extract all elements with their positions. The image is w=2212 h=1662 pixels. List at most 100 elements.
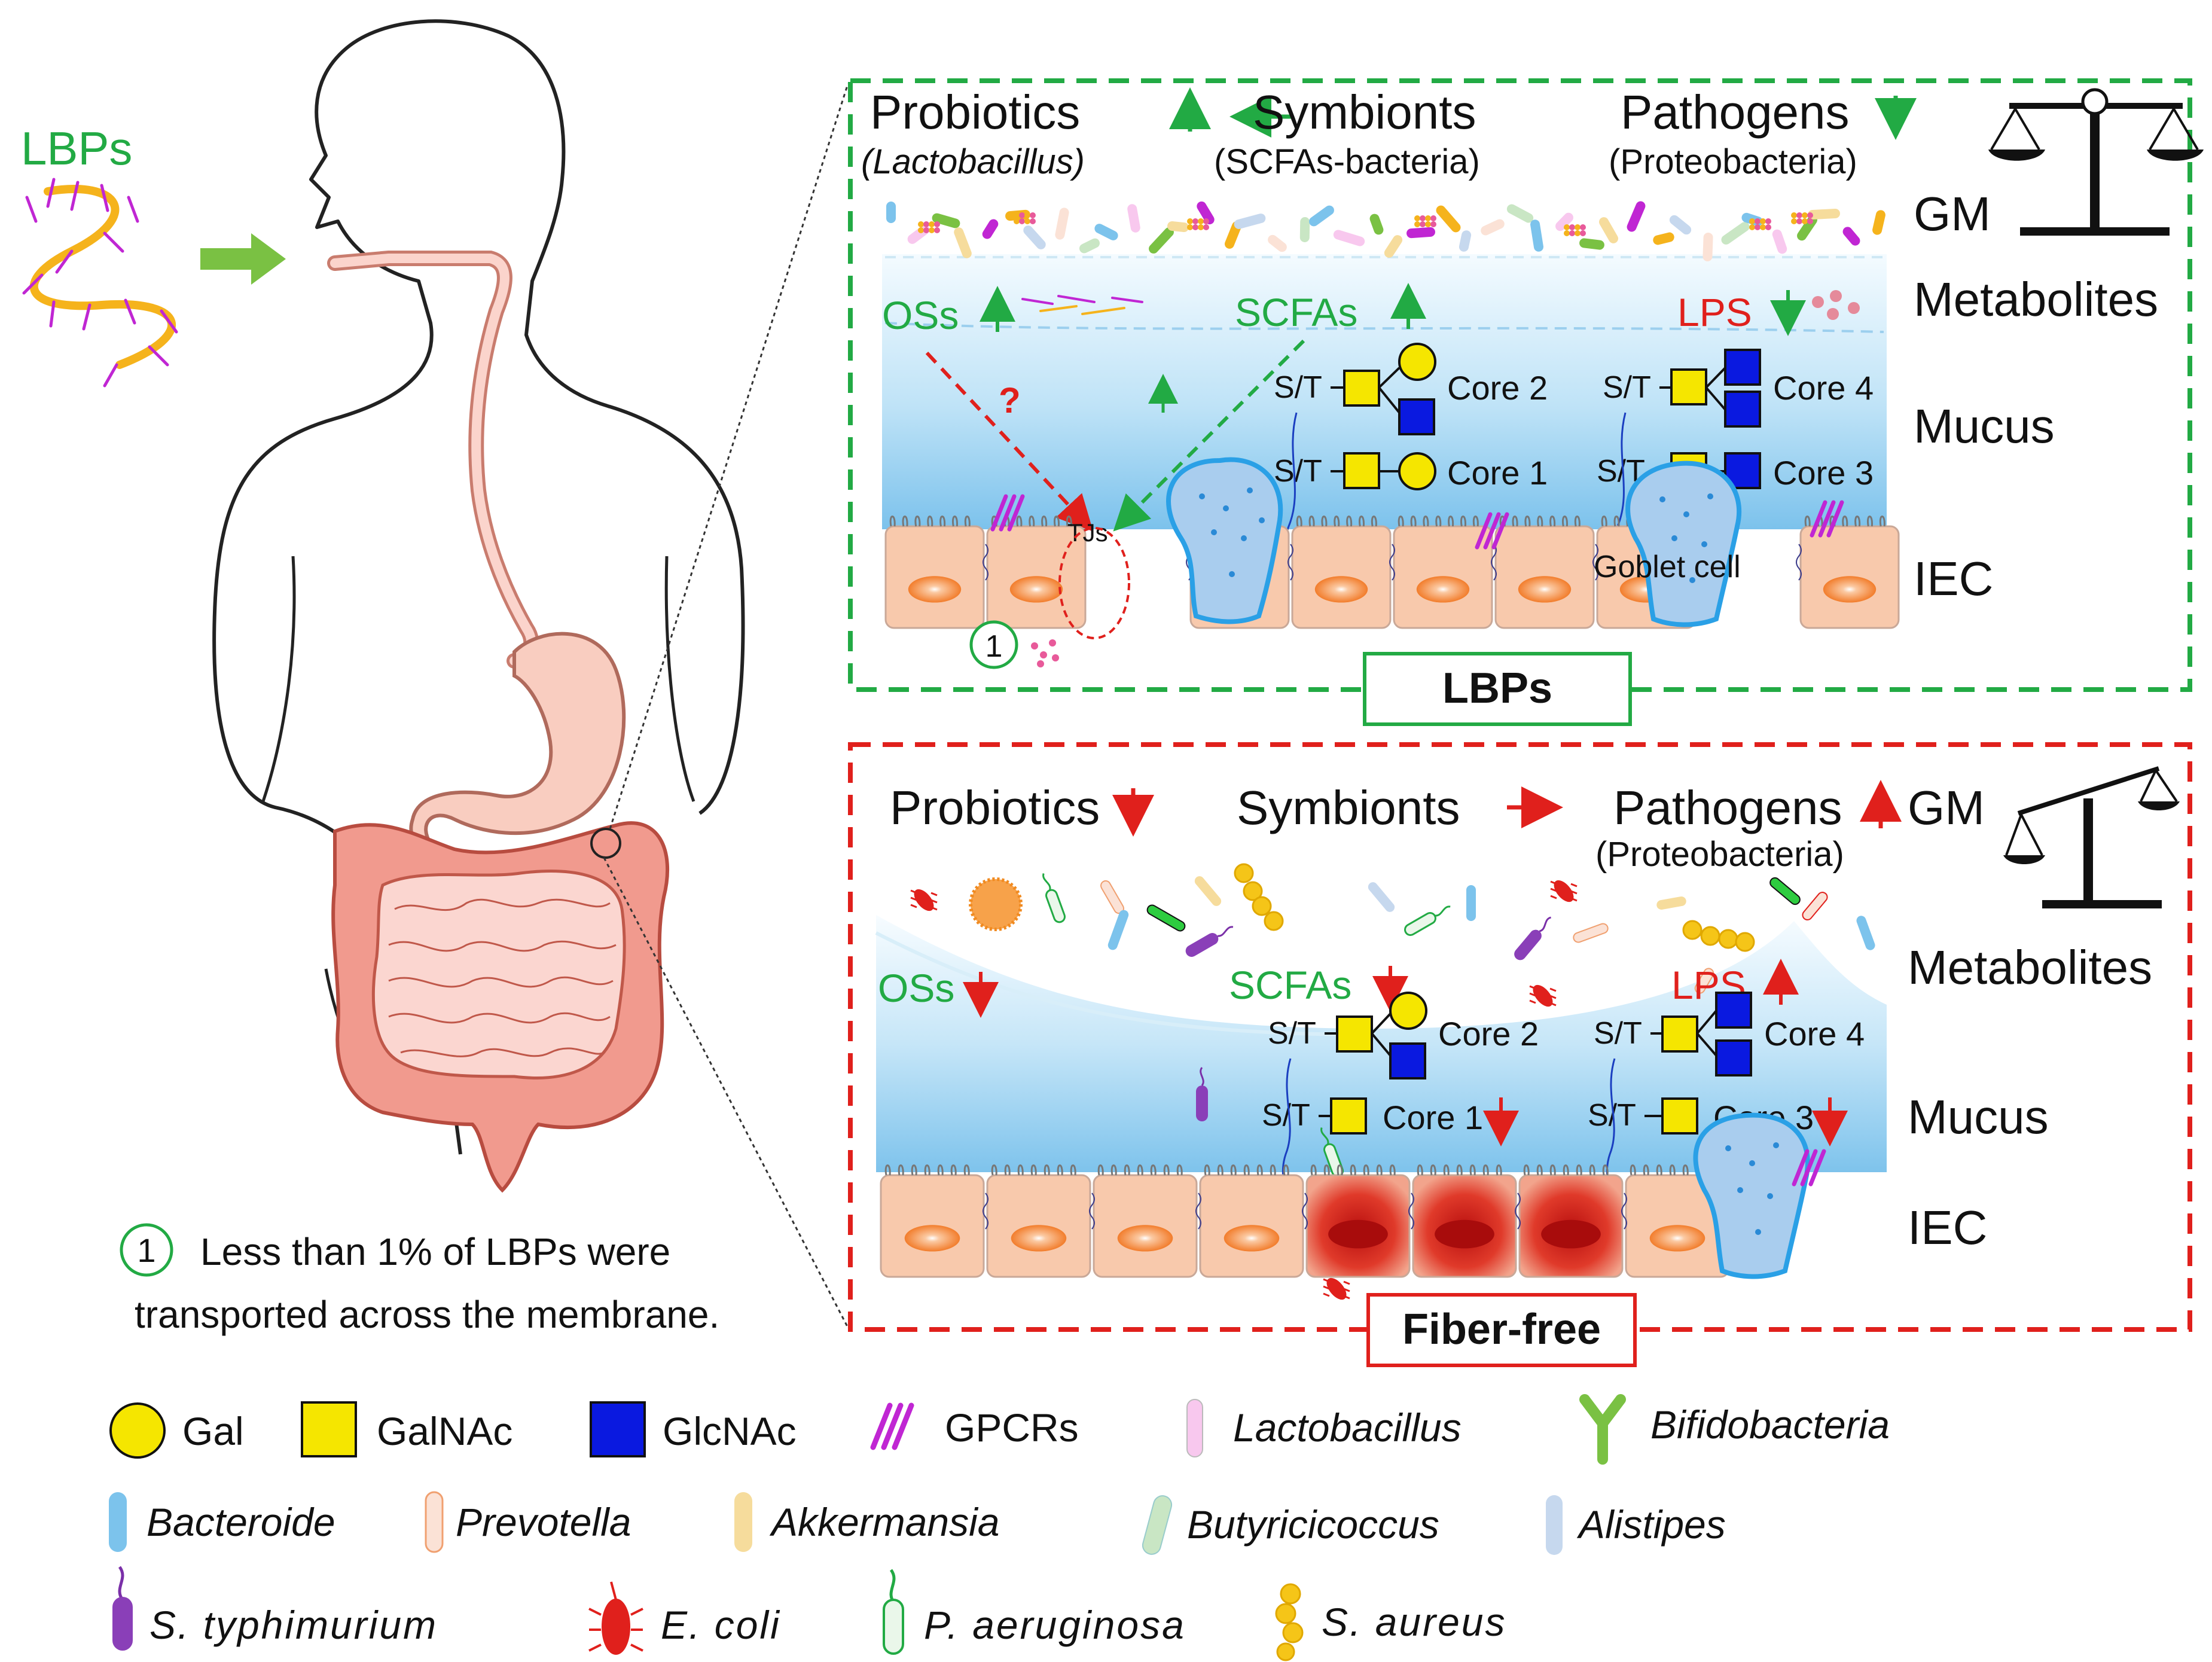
legend-bacteroide-icon bbox=[109, 1492, 127, 1552]
top-pathogens: Pathogens bbox=[1621, 86, 1850, 139]
legend-galnac-label: GalNAc bbox=[377, 1409, 512, 1453]
bottom-oss: OSs bbox=[878, 966, 954, 1010]
lbps-polysaccharide-icon bbox=[22, 178, 178, 388]
lbps-label: LBPs bbox=[21, 122, 132, 175]
tilted-scale-icon bbox=[2003, 766, 2180, 908]
top-core3: Core 3 bbox=[1773, 454, 1874, 492]
bacterium-rod bbox=[1842, 227, 1860, 246]
top-note-number: 1 bbox=[986, 629, 1003, 664]
bacterium-rod bbox=[1094, 224, 1118, 240]
top-glcnac-core2 bbox=[1398, 398, 1435, 435]
bacterium-rod bbox=[1309, 205, 1334, 227]
top-lps: LPS bbox=[1677, 290, 1752, 334]
top-note-circle bbox=[969, 620, 1018, 669]
epithelial-cell bbox=[983, 1164, 1091, 1278]
legend: Gal GalNAc GlcNAc GPCRs Lactobacillus Bi… bbox=[109, 1394, 1890, 1661]
top-iec-label: IEC bbox=[1914, 552, 1993, 605]
top-probiotics-sub: (Lactobacillus) bbox=[861, 142, 1085, 181]
bacterium-rod bbox=[1146, 904, 1186, 932]
bottom-metabolites-label: Metabolites bbox=[1908, 941, 2152, 994]
legend-gal-icon bbox=[109, 1402, 166, 1459]
legend-s-aureus-icon bbox=[1275, 1583, 1304, 1661]
lbps-cluster bbox=[1014, 212, 1036, 224]
oss-fragments bbox=[1021, 295, 1143, 315]
human-body bbox=[212, 19, 849, 1328]
lbps-cluster bbox=[918, 221, 940, 233]
legend-p-aeruginosa: P. aeruginosa bbox=[883, 1569, 1184, 1655]
bottom-galnac-core4 bbox=[1661, 1016, 1698, 1053]
legend-galnac-icon bbox=[301, 1401, 357, 1457]
bacterium-rod bbox=[1769, 877, 1801, 905]
round-bacterium bbox=[969, 877, 1023, 931]
lbps-cluster bbox=[1791, 212, 1813, 224]
bottom-gal-core2 bbox=[1389, 992, 1427, 1030]
s-typhimurium bbox=[1514, 916, 1552, 960]
fiber-free-panel-label: Fiber-free bbox=[1402, 1306, 1601, 1353]
legend-e-coli-label: E. coli bbox=[661, 1603, 781, 1647]
s-typhimurium bbox=[1185, 926, 1234, 957]
note-number: 1 bbox=[137, 1231, 155, 1269]
bottom-goblet-cell bbox=[1693, 1112, 1810, 1279]
bacterium-rod bbox=[886, 202, 896, 223]
bottom-galnac-core2 bbox=[1336, 1016, 1373, 1053]
bottom-core1: Core 1 bbox=[1383, 1099, 1483, 1136]
bottom-pathogens: Pathogens bbox=[1613, 781, 1842, 834]
goblet-granules bbox=[1199, 487, 1713, 583]
top-galnac-core1 bbox=[1343, 452, 1380, 489]
zoom-circle bbox=[590, 828, 621, 859]
legend-prevotella-label: Prevotella bbox=[456, 1500, 631, 1544]
bacterium-rod bbox=[1669, 215, 1692, 235]
top-core4: Core 4 bbox=[1773, 369, 1874, 407]
intake-arrow bbox=[200, 233, 286, 285]
bottom-gpcr bbox=[1792, 1149, 1826, 1187]
bacterium-rod bbox=[1384, 235, 1403, 258]
bacterium-rod bbox=[1369, 214, 1384, 235]
bottom-pathogens-sub: (Proteobacteria) bbox=[1595, 835, 1844, 874]
bacterium-rod bbox=[1197, 201, 1215, 225]
bottom-glcnac-core4-b bbox=[1715, 1039, 1752, 1077]
bottom-glcnac-core2 bbox=[1389, 1042, 1426, 1079]
bacterium-rod bbox=[1459, 230, 1472, 252]
top-oss: OSs bbox=[882, 293, 959, 337]
bacterium-rod bbox=[1333, 230, 1365, 246]
top-epithelium bbox=[884, 516, 1900, 629]
legend-lactobacillus-label: Lactobacillus bbox=[1233, 1405, 1462, 1450]
bottom-galnac-core1 bbox=[1330, 1097, 1367, 1135]
bacterium-rod bbox=[1368, 882, 1395, 912]
note-line2: transported across the membrane. bbox=[135, 1293, 719, 1336]
legend-akkermansia-icon bbox=[734, 1492, 752, 1552]
epithelial-cell bbox=[880, 1164, 985, 1278]
bacterium-rod bbox=[1694, 968, 1714, 994]
bottom-glycans: S/T Core 2 S/T Core 1 S/T Core 4 S/T bbox=[1262, 992, 1865, 1197]
bacterium-rod bbox=[1721, 222, 1750, 245]
inflamed-epithelial-cell bbox=[1515, 1164, 1624, 1278]
top-metabolites-label: Metabolites bbox=[1914, 273, 2158, 326]
bacterium-rod bbox=[1299, 217, 1310, 242]
s-typhimurium bbox=[1196, 1067, 1208, 1121]
bottom-epithelium bbox=[880, 1164, 1730, 1278]
epithelial-cell bbox=[1621, 1164, 1730, 1278]
transport-note: 1 Less than 1% of LBPs were transported … bbox=[120, 1223, 719, 1336]
legend-bifidobacteria-label: Bifidobacteria bbox=[1650, 1402, 1890, 1447]
fiber-free-panel-label-box bbox=[1366, 1293, 1637, 1367]
top-gpcrs bbox=[990, 494, 1844, 550]
bacterium-rod bbox=[1808, 209, 1840, 219]
top-core1: Core 1 bbox=[1447, 454, 1548, 492]
legend-galnac: GalNAc bbox=[301, 1401, 512, 1457]
top-goblet-label: Goblet cell bbox=[1594, 550, 1741, 584]
top-symbionts: Symbionts bbox=[1253, 86, 1476, 139]
fiber-free-panel: Probiotics Symbionts Pathogens (Proteoba… bbox=[848, 742, 2192, 1367]
top-galnac-core2 bbox=[1343, 370, 1380, 407]
legend-akkermansia: Akkermansia bbox=[734, 1492, 999, 1552]
epithelial-cell bbox=[1089, 1164, 1198, 1278]
bacterium-rod bbox=[1627, 201, 1646, 232]
bottom-symbionts: Symbionts bbox=[1237, 781, 1460, 834]
bacterium-rod bbox=[954, 227, 972, 258]
s-aureus-chain bbox=[1234, 863, 1284, 931]
legend-alistipes: Alistipes bbox=[1546, 1495, 1726, 1555]
note-number-circle bbox=[120, 1223, 173, 1277]
legend-s-typhimurium: S. typhimurium bbox=[112, 1566, 436, 1651]
top-pathogens-sub: (Proteobacteria) bbox=[1609, 142, 1857, 181]
